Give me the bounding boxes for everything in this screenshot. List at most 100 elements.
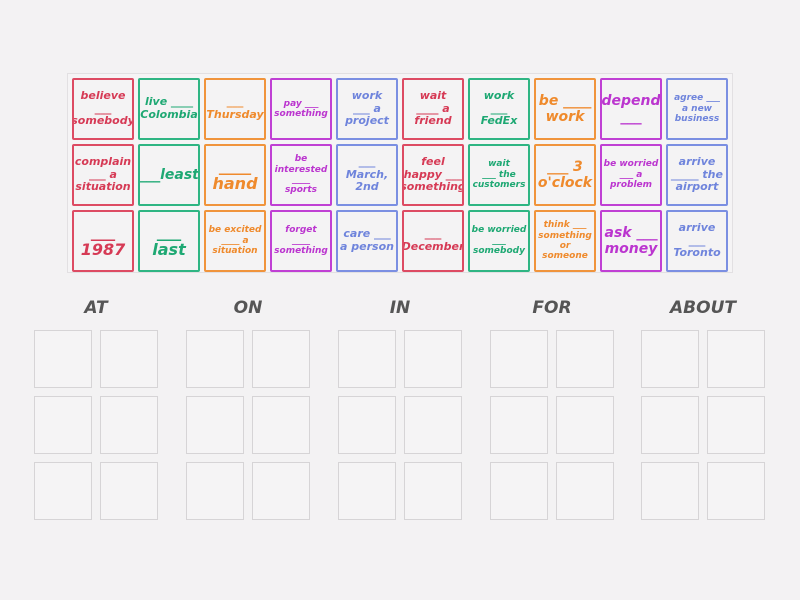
card-text-line: situation	[75, 180, 131, 194]
drop-slot-in[interactable]	[338, 462, 396, 520]
card-text-line: be worried	[471, 225, 527, 236]
card-text-line: sports	[284, 185, 318, 196]
card-text-line: be ____	[538, 92, 592, 109]
card-text-line: ____	[292, 235, 310, 246]
drop-slot-on[interactable]	[252, 396, 310, 454]
draggable-card[interactable]: be ____work	[534, 78, 596, 140]
draggable-card[interactable]: live ____Colombia	[138, 78, 200, 140]
drop-slot-about[interactable]	[641, 330, 699, 388]
card-text-line: ___ the	[482, 169, 516, 180]
drop-slot-on[interactable]	[252, 330, 310, 388]
card-text-line: be	[294, 154, 308, 165]
card-text-line: something	[274, 246, 328, 257]
card-text-line: be worried	[603, 159, 659, 170]
drop-slot-at[interactable]	[34, 396, 92, 454]
card-text-line: problem	[609, 180, 653, 191]
category-header-at: AT	[84, 298, 108, 318]
card-text-line: feel	[421, 155, 445, 169]
card-text-line: ___ a	[619, 169, 643, 180]
drop-slot-for[interactable]	[556, 462, 614, 520]
drop-slot-on[interactable]	[252, 462, 310, 520]
card-text-line: money	[604, 241, 658, 257]
drop-slot-in[interactable]	[404, 462, 462, 520]
card-text-line: or	[559, 241, 571, 251]
draggable-card[interactable]: be worried___somebody	[468, 210, 530, 272]
drop-slot-in[interactable]	[404, 396, 462, 454]
drop-slot-for[interactable]	[490, 330, 548, 388]
card-text-line: ___ 3	[547, 158, 583, 175]
drop-slot-about[interactable]	[641, 462, 699, 520]
card-text-line: ask ___	[604, 224, 658, 241]
draggable-card[interactable]: ___March,2nd	[336, 144, 398, 206]
card-text-line: ___	[226, 95, 244, 109]
drop-slot-about[interactable]	[707, 462, 765, 520]
draggable-card[interactable]: ask ___money	[600, 210, 662, 272]
card-text-line: customers	[472, 180, 526, 191]
draggable-card[interactable]: ___last	[138, 210, 200, 272]
drop-slot-about[interactable]	[641, 396, 699, 454]
draggable-card[interactable]: pay ___something	[270, 78, 332, 140]
draggable-card[interactable]: work___FedEx	[468, 78, 530, 140]
drop-slot-at[interactable]	[100, 330, 158, 388]
drop-slot-on[interactable]	[186, 462, 244, 520]
card-text-line: Toronto	[673, 246, 721, 260]
drop-slot-at[interactable]	[100, 396, 158, 454]
draggable-card[interactable]: ___Thursday	[204, 78, 266, 140]
draggable-card[interactable]: depend___	[600, 78, 662, 140]
draggable-card[interactable]: ___December	[402, 210, 464, 272]
drop-slot-on[interactable]	[186, 330, 244, 388]
draggable-card[interactable]: believe___somebody	[72, 78, 134, 140]
drop-slot-in[interactable]	[404, 330, 462, 388]
draggable-card[interactable]: ____hand	[204, 144, 266, 206]
drop-slot-at[interactable]	[100, 462, 158, 520]
card-text-line: FedEx	[480, 114, 518, 128]
card-text-line: situation	[212, 246, 258, 257]
drop-slot-for[interactable]	[490, 462, 548, 520]
drop-slot-for[interactable]	[556, 330, 614, 388]
card-text-line: happy ___	[403, 167, 463, 181]
card-text-line: somebody	[473, 246, 525, 257]
card-text-line: someone	[542, 251, 588, 262]
draggable-card[interactable]: arrive___Toronto	[666, 210, 728, 272]
draggable-card[interactable]: ___1987	[72, 210, 134, 272]
drop-slot-about[interactable]	[707, 396, 765, 454]
drop-slot-in[interactable]	[338, 330, 396, 388]
draggable-card[interactable]: forget____something	[270, 210, 332, 272]
card-text-line: airport	[675, 180, 719, 194]
drop-slot-for[interactable]	[490, 396, 548, 454]
card-text-line: wait	[419, 89, 447, 103]
card-text-line: work	[351, 89, 383, 103]
card-text-line: ____ a	[221, 235, 249, 246]
drop-slot-in[interactable]	[338, 396, 396, 454]
drop-slot-at[interactable]	[34, 330, 92, 388]
card-text-line: Colombia	[140, 108, 198, 121]
drop-slot-at[interactable]	[34, 462, 92, 520]
card-text-line: ___	[424, 227, 442, 241]
card-text-line: business	[674, 114, 720, 125]
drop-slot-on[interactable]	[186, 396, 244, 454]
card-text-line: ___ a	[353, 101, 381, 115]
draggable-card[interactable]: ___least	[138, 144, 200, 206]
drop-slot-about[interactable]	[707, 330, 765, 388]
card-text-line: agree ___	[674, 93, 720, 104]
card-text-line: ___	[490, 101, 508, 115]
draggable-card[interactable]: care ___a person	[336, 210, 398, 272]
drop-slot-for[interactable]	[556, 396, 614, 454]
card-text-line: complain	[74, 155, 132, 169]
card-text-line: live ____	[144, 95, 193, 109]
card-text-line: ____ a	[416, 101, 450, 115]
card-text-line: interested	[274, 164, 328, 175]
card-text-line: ___least	[139, 166, 199, 183]
